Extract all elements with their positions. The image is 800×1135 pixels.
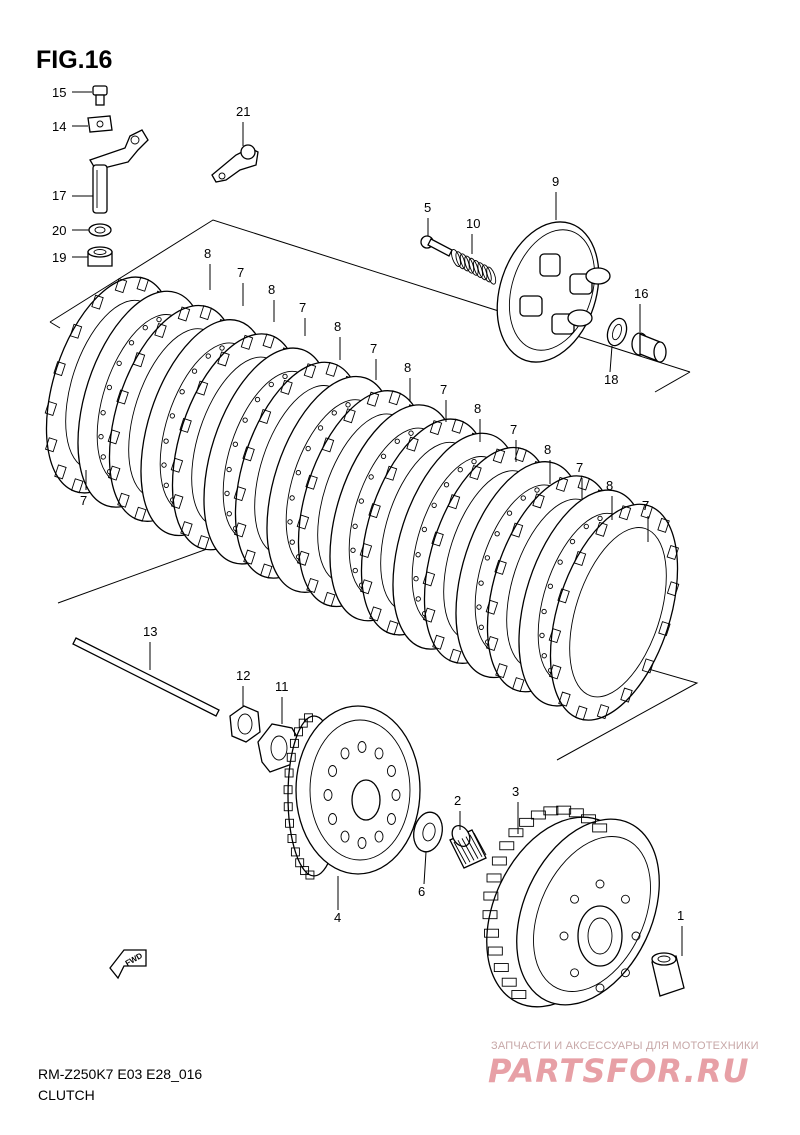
callout-7: 7: [299, 300, 306, 315]
callout-7: 7: [510, 422, 517, 437]
callout-14: 14: [52, 119, 66, 134]
cable-clip: [211, 144, 259, 183]
callout-20: 20: [52, 223, 66, 238]
section-name: CLUTCH: [38, 1087, 95, 1103]
callout-18: 18: [604, 372, 618, 387]
callout-1: 1: [677, 908, 684, 923]
callout-3: 3: [512, 784, 519, 799]
callout-2: 2: [454, 793, 461, 808]
callout-7: 7: [642, 498, 649, 513]
friction-plate: [548, 503, 680, 721]
clutch-plate-stack: [44, 276, 680, 721]
callout-8: 8: [474, 401, 481, 416]
callout-9: 9: [552, 174, 559, 189]
callout-16: 16: [634, 286, 648, 301]
clutch-nut: [229, 705, 261, 743]
callout-leaders: [72, 91, 683, 956]
callout-7: 7: [576, 460, 583, 475]
callout-7: 7: [642, 498, 649, 513]
watermark-subtitle: ЗАПЧАСТИ И АКСЕССУАРЫ ДЛЯ МОТОТЕХНИКИ: [491, 1040, 759, 1052]
release-shaft-assembly: [87, 85, 149, 267]
pressure-plate-assembly: [420, 221, 667, 363]
callout-12: 12: [236, 668, 250, 683]
thrust-washer: [413, 811, 443, 853]
figure-title: FIG.16: [36, 46, 113, 74]
callout-4: 4: [334, 910, 341, 925]
callout-11: 11: [275, 679, 289, 694]
callout-5: 5: [424, 200, 431, 215]
watermark-logo: PARTSFOR.RU: [488, 1052, 750, 1090]
callout-8: 8: [404, 360, 411, 375]
callout-10: 10: [466, 216, 480, 231]
callout-8: 8: [268, 282, 275, 297]
callout-7: 7: [440, 382, 447, 397]
needle-bearing: [449, 825, 487, 869]
callout-8: 8: [204, 246, 211, 261]
primary-driven-gear: [283, 705, 421, 880]
callout-7: 7: [237, 265, 244, 280]
callout-15: 15: [52, 85, 66, 100]
callout-numbers: 1514172019215109161813121146231787878787…: [52, 85, 684, 925]
callout-17: 17: [52, 188, 66, 203]
callout-leader: [423, 851, 427, 885]
callout-leader: [609, 345, 613, 373]
callout-8: 8: [606, 478, 613, 493]
callout-7: 7: [370, 341, 377, 356]
callout-6: 6: [418, 884, 425, 899]
clutch-housing: [482, 805, 660, 1008]
diagram-code: RM-Z250K7 E03 E28_016: [38, 1066, 203, 1082]
housing-bushing: [651, 952, 685, 997]
push-rod: [72, 637, 220, 717]
callout-7: 7: [80, 493, 87, 508]
callout-13: 13: [143, 624, 157, 639]
forward-direction-arrow: [109, 949, 147, 980]
callout-19: 19: [52, 250, 66, 265]
callout-21: 21: [236, 104, 250, 119]
callout-8: 8: [334, 319, 341, 334]
callout-8: 8: [544, 442, 551, 457]
